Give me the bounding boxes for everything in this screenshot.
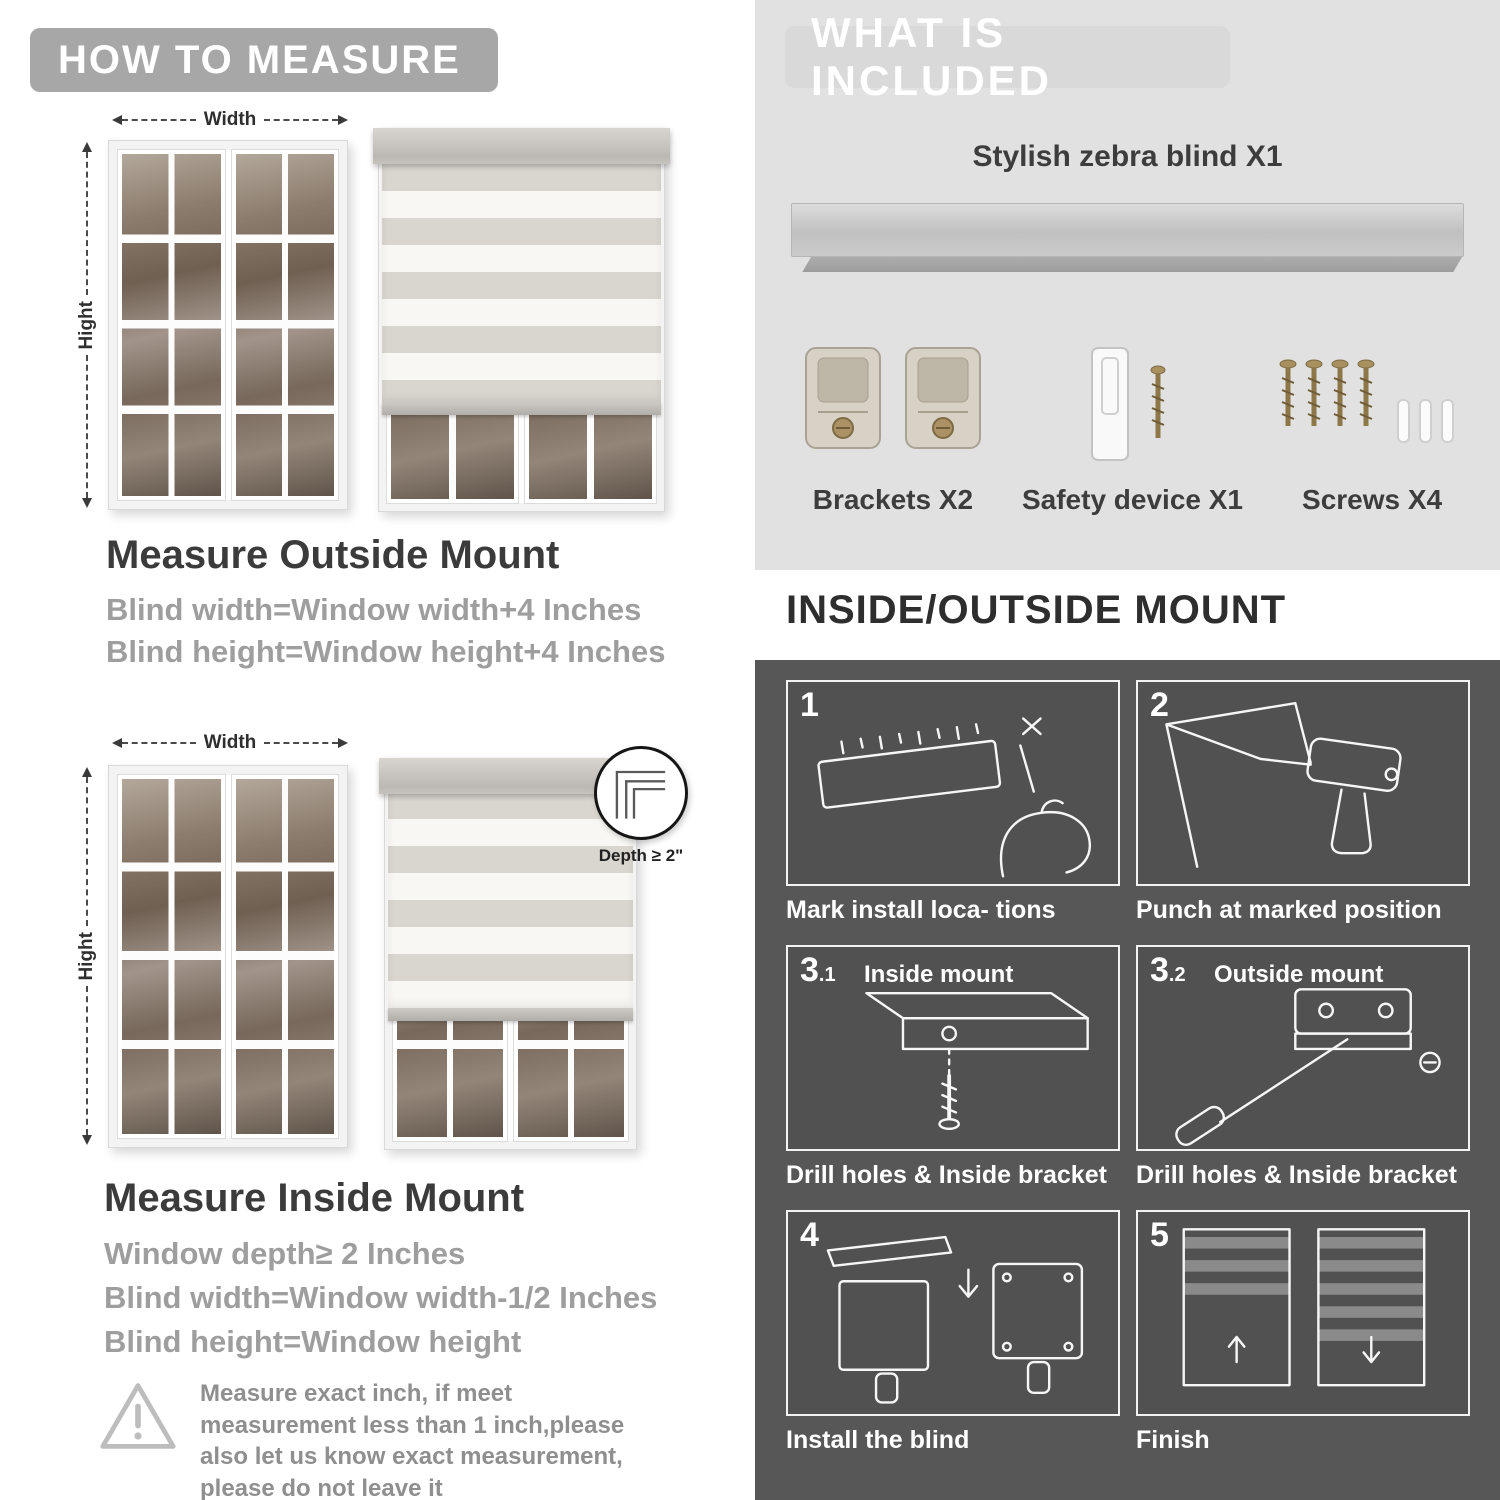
step-1: 1 Mark install loca- tions [786,680,1120,925]
brackets-image [798,328,988,470]
outside-mount-label: Outside mount [1214,961,1384,988]
step-4: 4 In [786,1210,1120,1455]
step-number: 3.1 [800,951,836,989]
screws-item: Screws X4 [1262,328,1482,516]
screws-image [1272,328,1472,470]
step-4-box: 4 [786,1210,1120,1416]
inside-bracket-screw-illustration [865,991,1089,1131]
step-caption: Mark install loca- tions [786,896,1056,924]
window-sash [230,149,339,501]
arrow-down-icon [82,498,92,509]
height-label: Hight [76,300,97,350]
finish-blinds-illustration [1182,1228,1426,1387]
zebra-blind-headrail-image [791,203,1464,272]
step-caption: Install the blind [786,1426,970,1454]
zebra-stripes [388,792,633,1008]
width-label: Width [203,109,257,130]
steps-grid: 1 Mark install loca- tions [786,680,1470,1455]
step-caption: Drill holes & Inside bracket [1136,1161,1457,1189]
width-dimension-inside: Width [112,732,348,753]
outside-mount-rule-height: Blind height=Window height+4 Inches [106,634,666,669]
window-sash [230,774,339,1139]
step-number: 5 [1150,1216,1169,1254]
measure-inside-mount-title: Measure Inside Mount [104,1176,525,1220]
measure-outside-mount-title: Measure Outside Mount [106,533,560,577]
brackets-label: Brackets X2 [812,484,974,515]
outside-bracket-screwdriver-illustration [1175,988,1441,1147]
height-dimension-inside: Hight [76,767,98,1146]
mark-locations-illustration [817,717,1091,878]
inside-mount-rule-depth: Window depth≥ 2 Inches [104,1236,466,1271]
zebra-stripes [382,164,661,402]
step-number: 2 [1150,686,1169,724]
what-is-included-section: WHAT IS INCLUDED Stylish zebra blind X1 [755,0,1500,570]
install-blind-illustration [826,1235,1084,1404]
blind-valance [373,128,670,164]
width-label: Width [203,732,257,753]
window-photo-illustration-outside [108,140,348,510]
inside-outside-mount-header: INSIDE/OUTSIDE MOUNT [786,588,1287,632]
step-3-2: 3.2 Outside mount [1136,945,1470,1190]
step-number: 1 [800,686,819,724]
included-items-row: Brackets X2 Safety device X1 [783,328,1482,516]
blind-product-label: Stylish zebra blind X1 [972,140,1283,173]
inside-mount-rule-width: Blind width=Window width-1/2 Inches [104,1280,658,1315]
what-is-included-header: WHAT IS INCLUDED [785,9,1230,104]
depth-callout: Depth ≥ 2" [583,746,699,866]
safety-device-item: Safety device X1 [1003,328,1262,516]
step-3-1: 3.1 Inside mount Dri [786,945,1120,1190]
note-text: Measure exact inch, if meet measurement … [200,1380,625,1500]
window-corner-detail-icon [615,770,666,819]
step-caption: Drill holes & Inside bracket [786,1161,1107,1189]
inside-mount-label: Inside mount [864,961,1014,988]
safety-device-label: Safety device X1 [1021,484,1244,515]
how-to-measure-header: HOW TO MEASURE [30,28,498,92]
arrow-right-icon [338,115,348,125]
arrow-up-icon [82,767,92,777]
step-3-1-box: 3.1 Inside mount [786,945,1120,1151]
warning-icon [98,1378,178,1459]
step-2: 2 Punch at marked position [1136,680,1470,925]
step-1-box: 1 [786,680,1120,886]
step-caption: Punch at marked position [1136,896,1442,924]
depth-magnifier-icon [594,746,688,840]
step-2-box: 2 [1136,680,1470,886]
arrow-left-icon [112,115,122,125]
zebra-blind-outside-illustration [373,128,670,512]
drill-illustration [1165,701,1402,868]
height-label: Hight [76,931,97,981]
arrow-down-icon [82,1135,92,1146]
window-sash [117,774,226,1139]
brackets-item: Brackets X2 [783,328,1003,516]
window-photo-illustration-inside [108,765,348,1148]
width-dimension-outside: Width [112,109,348,130]
inside-mount-rule-height: Blind height=Window height [104,1324,522,1359]
safety-device-image [1058,328,1208,470]
arrow-left-icon [112,738,122,748]
arrow-up-icon [82,142,92,152]
step-number: 4 [800,1216,819,1254]
outside-mount-rule-width: Blind width=Window width+4 Inches [106,592,642,627]
arrow-right-icon [338,738,348,748]
blind-bottom-rail [388,1008,633,1021]
measurement-note: Measure exact inch, if meet measurement … [98,1378,658,1500]
step-5-box: 5 [1136,1210,1470,1416]
height-dimension-outside: Hight [76,142,98,509]
screws-label: Screws X4 [1302,484,1443,515]
window-sash [117,149,226,501]
step-number: 3.2 [1150,951,1186,989]
step-caption: Finish [1136,1426,1210,1454]
step-5: 5 [1136,1210,1470,1455]
blind-bottom-rail [382,402,661,415]
depth-label: Depth ≥ 2" [598,846,684,865]
step-3-2-box: 3.2 Outside mount [1136,945,1470,1151]
mount-steps-section: 1 Mark install loca- tions [755,660,1500,1500]
